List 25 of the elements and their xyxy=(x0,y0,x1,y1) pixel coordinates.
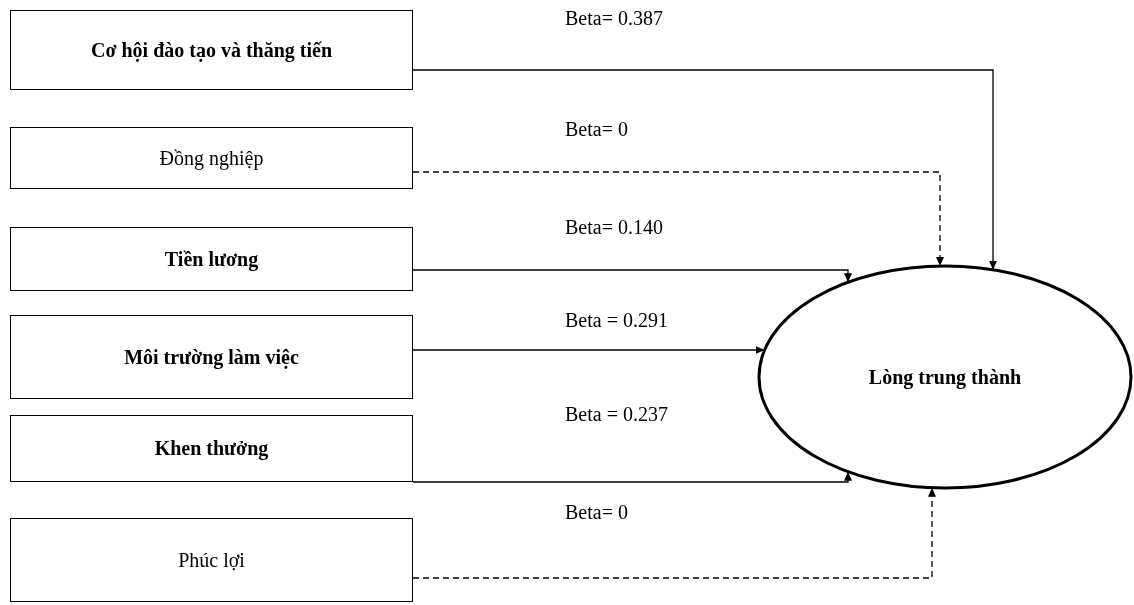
node-label: Phúc lợi xyxy=(178,547,245,573)
arrow xyxy=(412,471,852,483)
arrow xyxy=(412,69,997,271)
dashed-arrow xyxy=(412,171,944,267)
factor-box xyxy=(10,315,413,399)
edge-label: Beta= 0.387 xyxy=(565,6,663,31)
edge-label: Beta = 0.291 xyxy=(565,308,668,333)
node-label: Môi trường làm việc xyxy=(124,344,299,370)
node-label: Lòng trung thành xyxy=(868,364,1022,390)
edge-label: Beta= 0 xyxy=(565,117,628,142)
node-label: Đồng nghiệp xyxy=(159,145,264,171)
edge-label: Beta= 0.140 xyxy=(565,215,663,240)
edge-label: Beta = 0.237 xyxy=(565,402,668,427)
factor-box xyxy=(10,10,413,90)
factor-box xyxy=(10,127,413,189)
factor-box xyxy=(10,518,413,602)
arrow xyxy=(412,269,852,283)
factor-box xyxy=(10,415,413,482)
edge-label: Beta= 0 xyxy=(565,500,628,525)
factor-box xyxy=(10,227,413,291)
ellipse-node xyxy=(757,264,1133,490)
node-label: Tiền lương xyxy=(164,246,259,272)
node-label: Khen thưởng xyxy=(154,436,269,461)
dashed-arrow xyxy=(412,487,936,579)
node-label: Cơ hội đào tạo và thăng tiến xyxy=(90,37,333,63)
